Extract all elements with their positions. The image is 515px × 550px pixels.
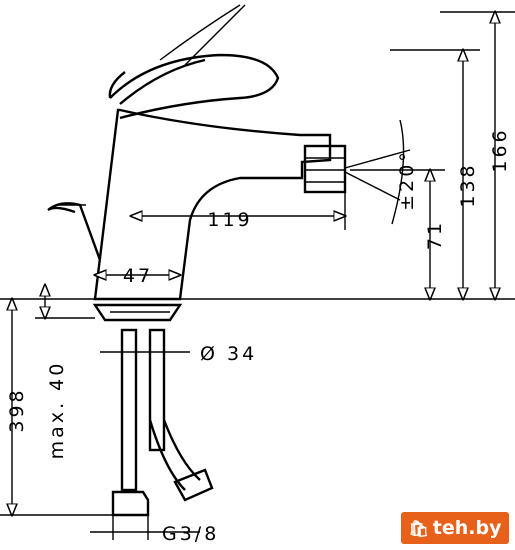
dim-connection-thread: G3/8 [162,523,219,545]
dim-tap-hole-depth: max. 40 [46,361,68,460]
faucet-body [47,4,347,301]
dim-hose-diameter: Ø 34 [200,343,257,365]
dim-spout-reach: 119 [207,209,252,231]
site-watermark: 🛍 teh.by [401,512,509,544]
bag-icon: 🛍 [408,518,429,538]
dim-outlet-height: 71 [424,220,446,250]
under-counter-fittings [92,303,214,517]
dim-hose-length: 398 [6,387,28,432]
dim-base-width: 47 [123,265,153,287]
dim-swivel-angle: ±20° [396,149,418,211]
dimension-lines [0,12,515,540]
dim-total-height: 166 [489,127,511,172]
watermark-text: teh.by [432,517,502,539]
dim-spout-height: 138 [457,162,479,207]
